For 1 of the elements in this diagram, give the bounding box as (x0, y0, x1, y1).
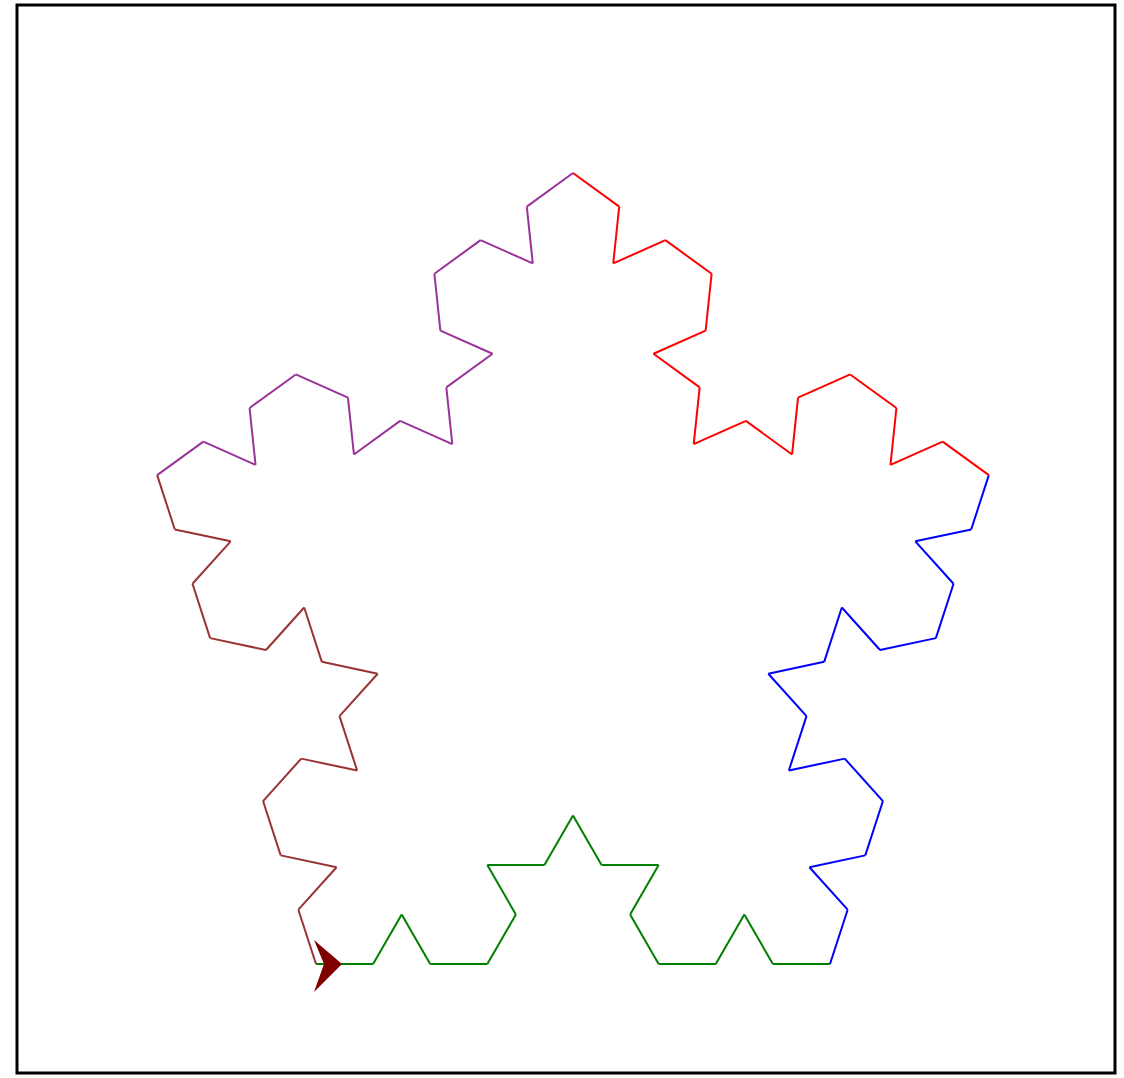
fractal-snowflake-drawing (156, 172, 990, 965)
